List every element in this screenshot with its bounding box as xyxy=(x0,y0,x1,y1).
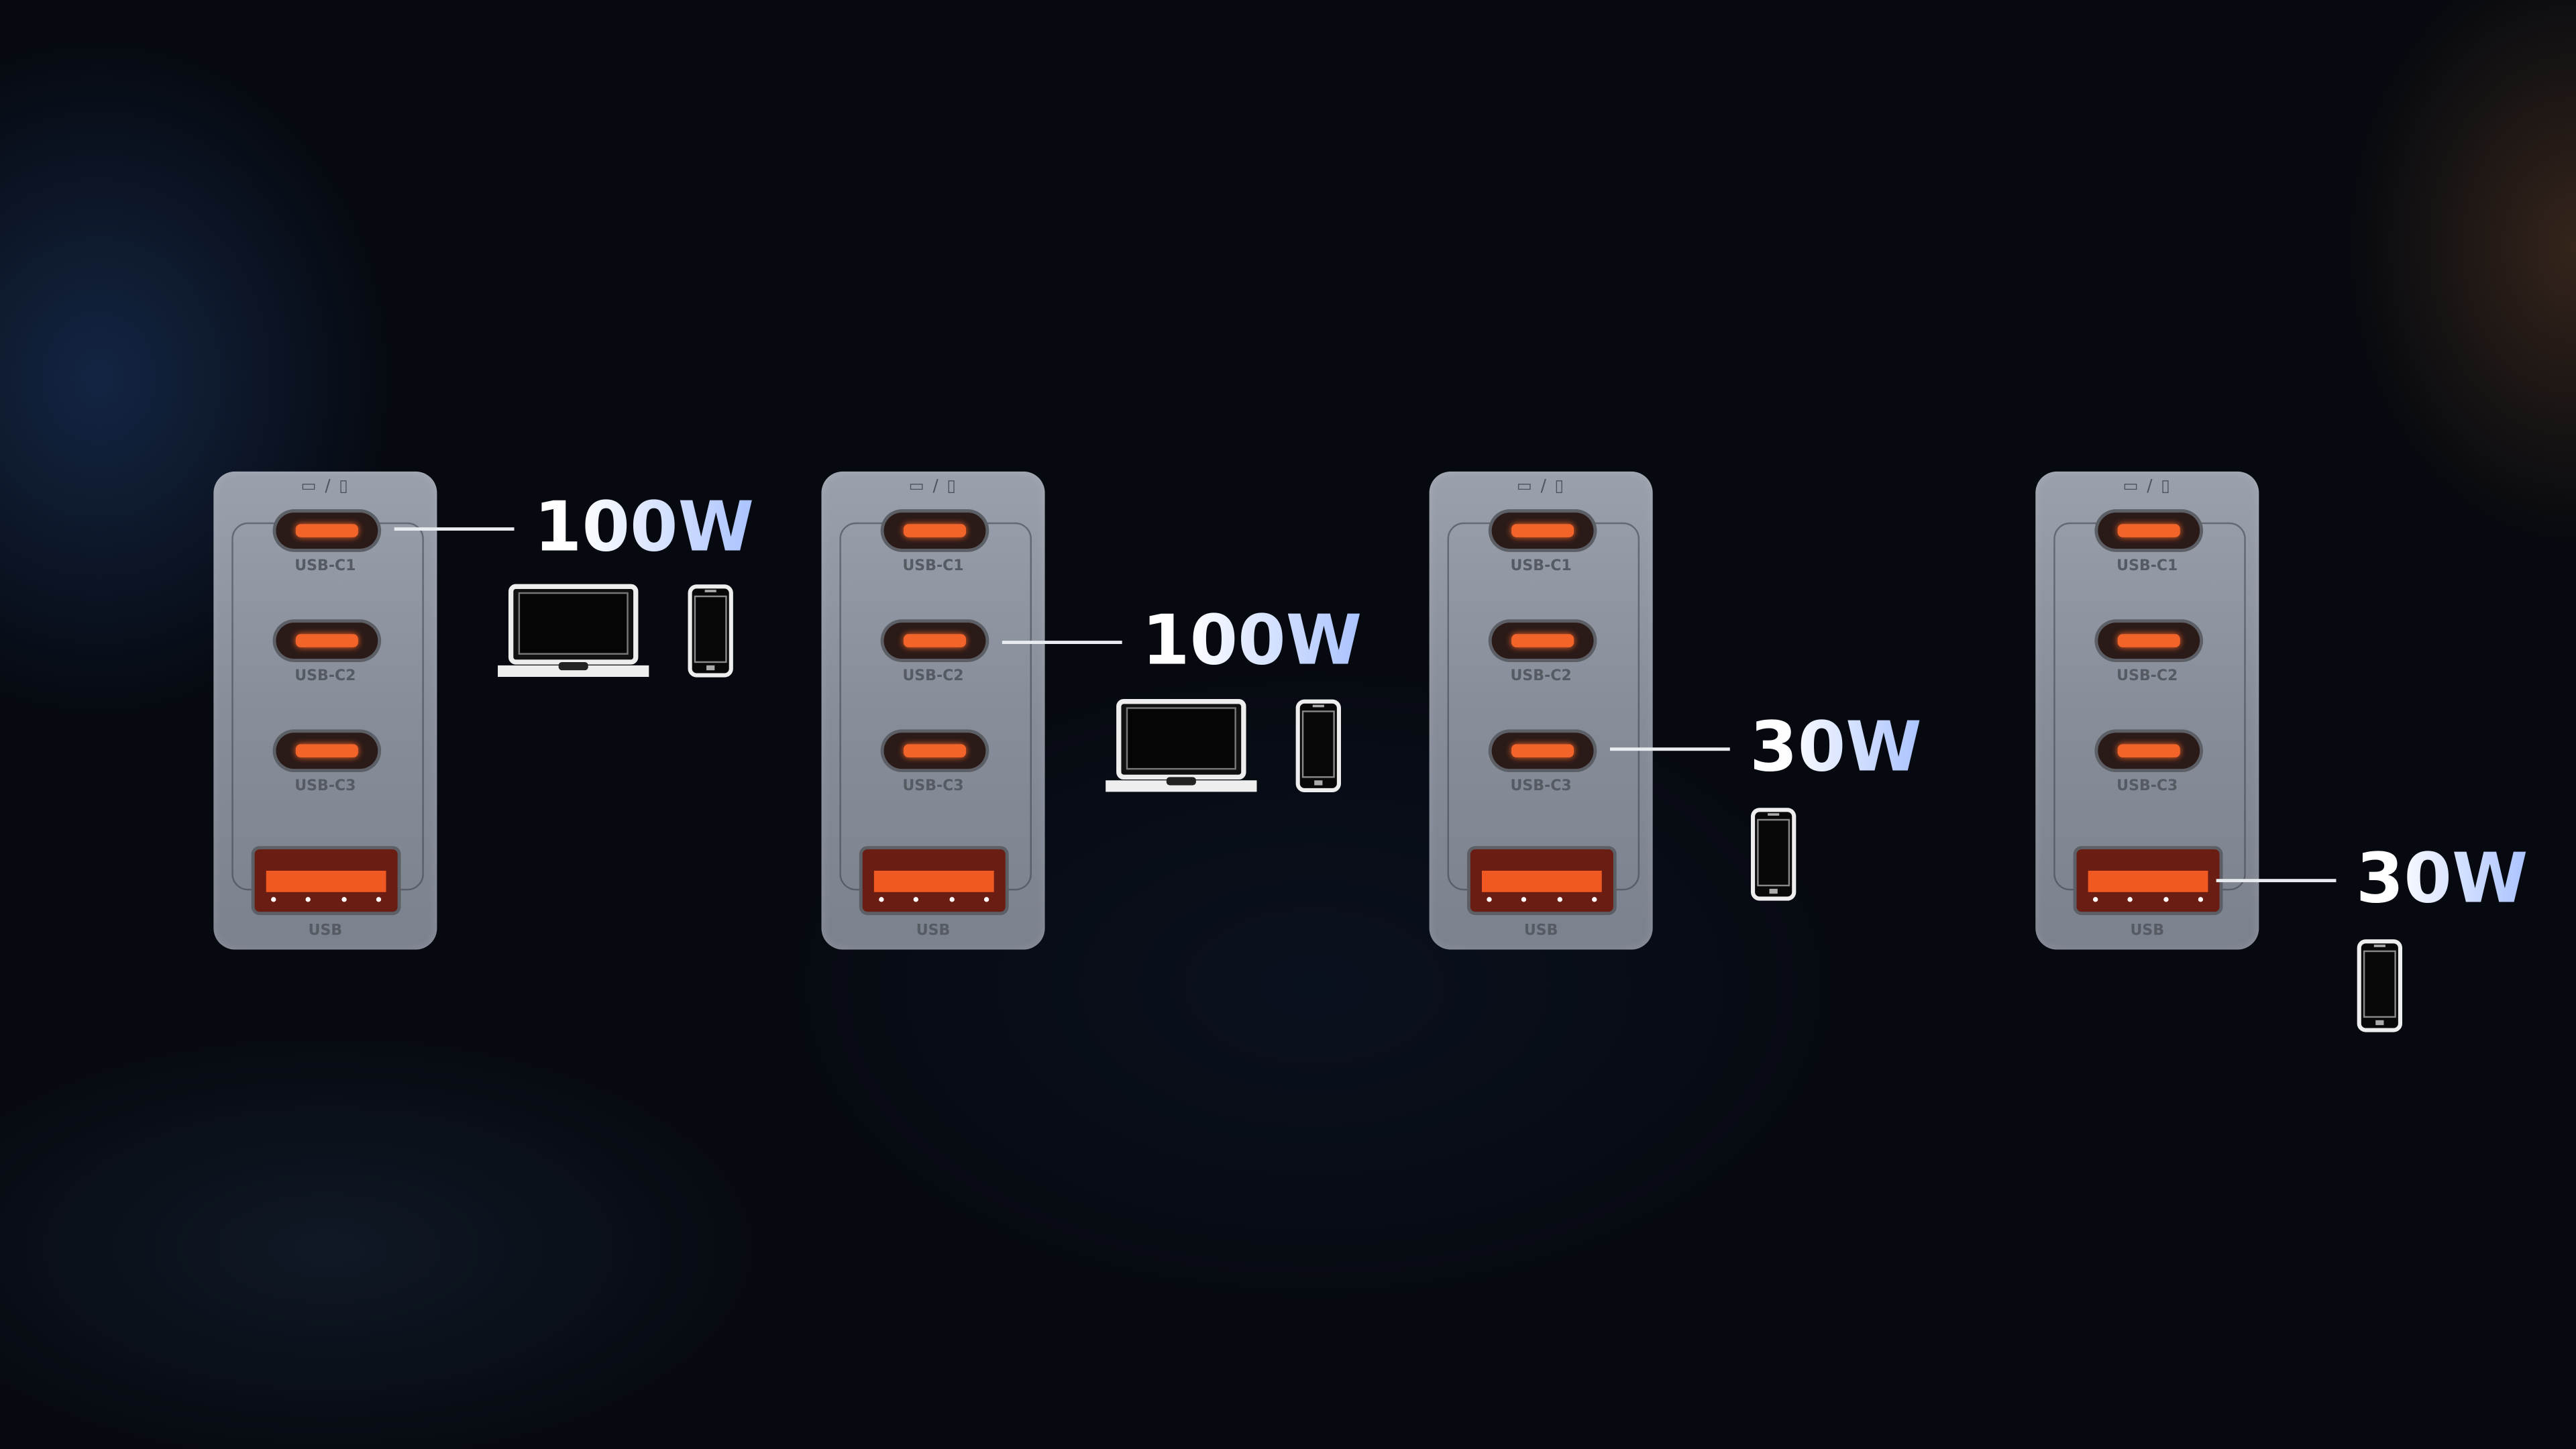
usb-c2-label: USB-C2 xyxy=(2116,668,2178,686)
usb-a-port xyxy=(2076,849,2220,912)
usb-c1-port xyxy=(1491,513,1594,549)
power-output-label: 30W xyxy=(2355,837,2528,918)
usb-c2-label: USB-C2 xyxy=(1510,668,1572,686)
usb-c2-port xyxy=(276,623,378,659)
usb-c3-port xyxy=(883,733,986,769)
callout-line xyxy=(1610,747,1730,751)
power-output-label: 100W xyxy=(1142,599,1362,680)
usb-c1-label: USB-C1 xyxy=(294,558,356,576)
usb-c3-label: USB-C3 xyxy=(2116,778,2178,796)
usb-c2-port xyxy=(2098,623,2200,659)
device-icons-engraving: ▭ / ▯ xyxy=(2123,478,2172,496)
power-output-label: 100W xyxy=(533,486,755,567)
phone-icon xyxy=(1295,698,1342,794)
laptop-icon xyxy=(496,583,651,678)
laptop-icon xyxy=(1104,698,1258,794)
port-frame xyxy=(231,522,424,891)
usb-a-label: USB xyxy=(1523,923,1558,940)
charger-1: ▭ / ▯ USB-C1 USB-C2 USB-C3 USB xyxy=(213,471,437,950)
usb-c3-port xyxy=(276,733,378,769)
usb-c2-port xyxy=(1491,623,1594,659)
callout-line xyxy=(394,527,515,531)
usb-c1-port xyxy=(276,513,378,549)
usb-c2-label: USB-C2 xyxy=(294,668,356,686)
usb-c1-label: USB-C1 xyxy=(902,558,964,576)
usb-a-label: USB xyxy=(2130,923,2165,940)
device-icons-engraving: ▭ / ▯ xyxy=(908,478,958,496)
port-frame xyxy=(839,522,1032,891)
usb-c3-port xyxy=(2098,733,2200,769)
port-frame xyxy=(2053,522,2246,891)
usb-c1-label: USB-C1 xyxy=(2116,558,2178,576)
callout-line xyxy=(2216,879,2337,883)
charger-3: ▭ / ▯ USB-C1 USB-C2 USB-C3 USB xyxy=(1429,471,1653,950)
usb-c1-port xyxy=(883,513,986,549)
phone-icon xyxy=(687,583,735,678)
usb-c1-port xyxy=(2098,513,2200,549)
usb-c3-port xyxy=(1491,733,1594,769)
usb-c1-label: USB-C1 xyxy=(1510,558,1572,576)
usb-a-label: USB xyxy=(308,923,343,940)
callout-line xyxy=(1002,641,1122,645)
port-frame xyxy=(1447,522,1640,891)
usb-c2-port xyxy=(883,623,986,659)
usb-a-port xyxy=(254,849,398,912)
charger-4: ▭ / ▯ USB-C1 USB-C2 USB-C3 USB xyxy=(2035,471,2259,950)
device-icons-engraving: ▭ / ▯ xyxy=(301,478,350,496)
usb-a-port xyxy=(862,849,1006,912)
usb-c2-label: USB-C2 xyxy=(902,668,964,686)
phone-icon xyxy=(1750,806,1797,902)
usb-a-label: USB xyxy=(916,923,951,940)
phone-icon xyxy=(2356,938,2404,1033)
usb-c3-label: USB-C3 xyxy=(1510,778,1572,796)
device-icons-engraving: ▭ / ▯ xyxy=(1516,478,1566,496)
power-output-label: 30W xyxy=(1750,706,1922,788)
charger-2: ▭ / ▯ USB-C1 USB-C2 USB-C3 USB xyxy=(821,471,1045,950)
usb-a-port xyxy=(1470,849,1613,912)
usb-c3-label: USB-C3 xyxy=(294,778,356,796)
usb-c3-label: USB-C3 xyxy=(902,778,964,796)
